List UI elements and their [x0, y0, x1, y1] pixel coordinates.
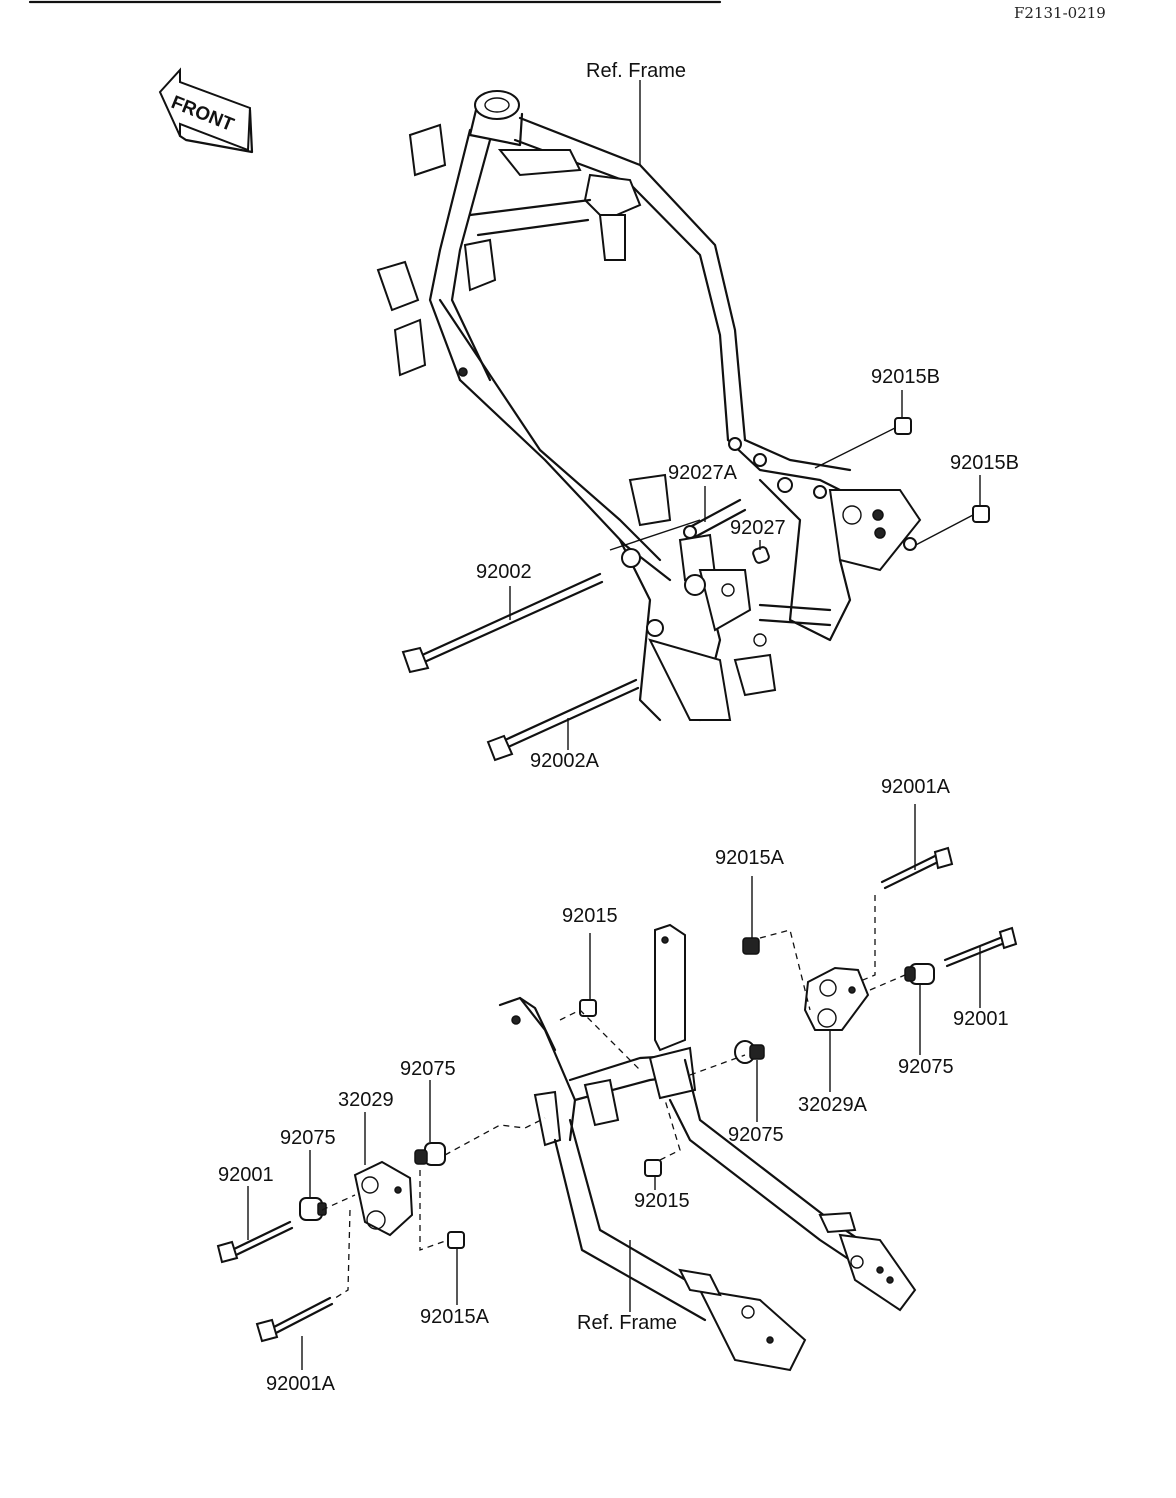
label-92015A-top: 92015A — [715, 847, 784, 869]
label-92015B-lower: 92015B — [950, 452, 1019, 474]
label-92001-left: 92001 — [218, 1164, 274, 1186]
label-92001-right: 92001 — [953, 1008, 1009, 1030]
label-92075-left-top: 92075 — [400, 1058, 456, 1080]
label-92075-center: 92075 — [728, 1124, 784, 1146]
diagram-code: F2131-0219 — [1014, 4, 1106, 22]
label-92002A: 92002A — [530, 750, 599, 772]
label-ref-frame-bottom: Ref. Frame — [577, 1312, 678, 1334]
label-92075-right: 92075 — [898, 1056, 954, 1078]
upper-frame-drawing — [376, 80, 990, 762]
label-92015-top: 92015 — [562, 905, 618, 927]
label-92015B-upper: 92015B — [871, 366, 940, 388]
label-92075-left: 92075 — [280, 1127, 336, 1149]
label-92001A-bottom: 92001A — [266, 1373, 335, 1395]
label-92001A-right: 92001A — [881, 776, 950, 798]
label-92027: 92027 — [730, 517, 786, 539]
label-32029A: 32029A — [798, 1094, 867, 1116]
label-92015A-bottom: 92015A — [420, 1306, 489, 1328]
label-92027A: 92027A — [668, 462, 737, 484]
label-92015-center: 92015 — [634, 1190, 690, 1212]
front-arrow-icon — [158, 67, 254, 154]
label-92002: 92002 — [476, 561, 532, 583]
label-ref-frame-top: Ref. Frame — [586, 60, 687, 82]
label-32029: 32029 — [338, 1089, 394, 1111]
lower-cradle-drawing — [216, 804, 1018, 1372]
